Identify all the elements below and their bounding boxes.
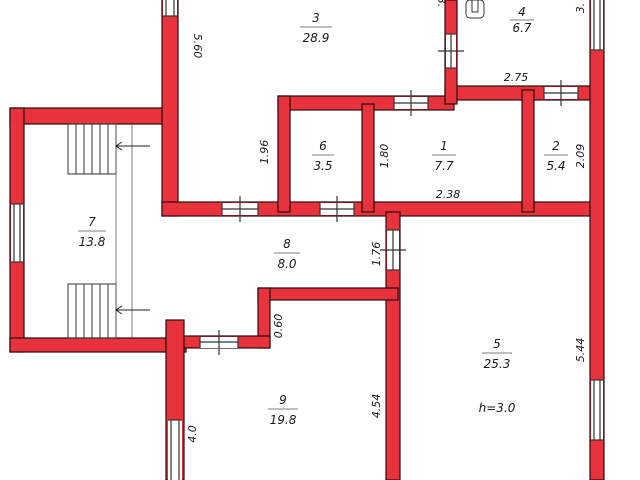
dimension-labels: 5.60 1.96 1.80 2.09 2.38 2.75 1.76 0.60 … (186, 0, 587, 443)
ceiling-height-note: h=3.0 (479, 401, 516, 415)
room-2-number: 2 (552, 139, 560, 153)
room-5-area: 25.3 (484, 357, 511, 371)
room-7-number: 7 (88, 215, 96, 229)
room-4-area: 6.7 (512, 21, 531, 35)
dimension-4-54: 4.54 (370, 394, 383, 419)
room-1-area: 7.7 (434, 159, 453, 173)
room-5-number: 5 (493, 337, 501, 351)
room-labels: 3 28.9 4 6.7 6 3.5 1 7.7 2 5.4 7 13.8 8 … (78, 5, 568, 427)
room-2-area: 5.4 (546, 159, 565, 173)
room-7-area: 13.8 (79, 235, 106, 249)
room-9-area: 19.8 (270, 413, 297, 427)
room-4-number: 4 (518, 5, 526, 19)
room-3-area: 28.9 (303, 31, 330, 45)
doors (199, 33, 579, 355)
wall (277, 95, 291, 213)
room-6-number: 6 (319, 139, 327, 153)
fixture-bar (471, 0, 479, 13)
staircase (67, 123, 150, 339)
room-9-number: 9 (279, 393, 287, 407)
wall (361, 103, 375, 213)
dimension-3-top: 3. (435, 0, 448, 7)
dimension-1-80: 1.80 (378, 144, 391, 169)
wall (521, 89, 535, 213)
wall (385, 211, 401, 480)
dimension-1-96: 1.96 (258, 140, 271, 165)
wall (257, 287, 399, 301)
room-3-number: 3 (312, 11, 320, 25)
wall (9, 337, 187, 353)
room-8-number: 8 (283, 237, 291, 251)
dimension-0-60: 0.60 (272, 314, 285, 339)
dimension-2-75: 2.75 (504, 71, 529, 84)
room-1-number: 1 (440, 139, 448, 153)
windows (11, 0, 603, 480)
wall (589, 0, 605, 480)
dimension-2-38: 2.38 (436, 188, 461, 201)
dimension-5-60: 5.60 (191, 34, 204, 59)
dimension-3-right: 3. (574, 3, 587, 14)
dimension-2-09: 2.09 (574, 144, 587, 169)
dimension-5-44: 5.44 (574, 338, 587, 363)
toilet-fixture (465, 0, 485, 19)
wall (161, 0, 179, 217)
dimension-1-76: 1.76 (370, 242, 383, 267)
dimension-4-0: 4.0 (186, 425, 199, 443)
room-6-area: 3.5 (313, 159, 332, 173)
wall (9, 107, 167, 125)
room-8-area: 8.0 (277, 257, 296, 271)
